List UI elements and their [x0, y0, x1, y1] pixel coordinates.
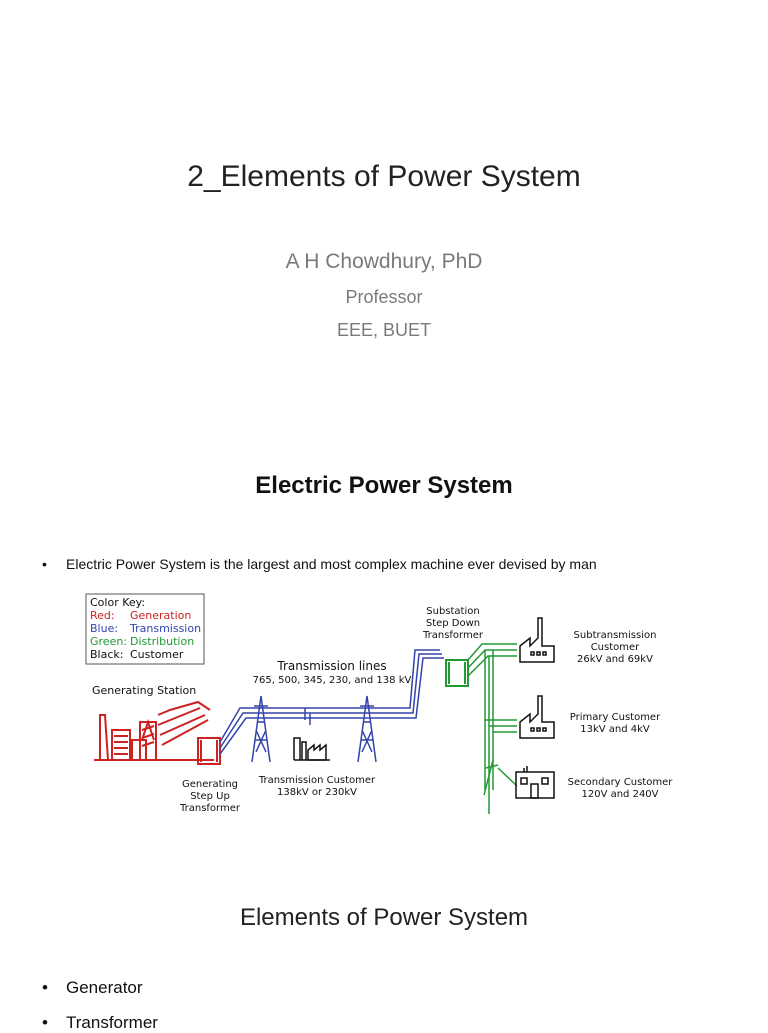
color-key-title: Color Key:: [90, 596, 145, 609]
subtransmission-voltage: 26kV and 69kV: [577, 654, 653, 665]
bullet-item: • Electric Power System is the largest a…: [42, 556, 597, 572]
step-down-transformer-icon: [445, 659, 469, 687]
key-blue-desc: Transmission: [129, 622, 201, 635]
key-black-name: Black:: [90, 648, 123, 661]
subtransmission-label-1: Subtransmission: [574, 630, 657, 641]
secondary-customer-label: Secondary Customer: [568, 777, 674, 788]
secondary-customer-voltage: 120V and 240V: [581, 789, 658, 800]
transmission-tower-icon: [357, 695, 377, 763]
transmission-tower-icon: [251, 695, 271, 763]
substation-label-1: Substation: [426, 606, 479, 617]
electric-power-system-slide: Electric Power System • Electric Power S…: [0, 440, 768, 860]
key-red-name: Red:: [90, 609, 115, 622]
bullet-dot-icon: •: [42, 556, 47, 572]
slide-title: Elements of Power System: [239, 904, 529, 931]
key-green-desc: Distribution: [130, 635, 194, 648]
transmission-customer-label: Transmission Customer: [258, 775, 376, 786]
transmission-lines: [219, 649, 444, 755]
author-department: EEE, BUET: [336, 320, 432, 340]
color-key: Color Key: Red: Generation Blue: Transmi…: [85, 593, 205, 665]
transmission-voltages-label: 765, 500, 345, 230, and 138 kV: [253, 675, 412, 686]
subtransmission-label-2: Customer: [591, 642, 640, 653]
primary-customer-voltage: 13kV and 4kV: [580, 724, 650, 735]
author-name: A H Chowdhury, PhD: [285, 250, 483, 273]
subtransmission-customer-factory-icon: [519, 617, 555, 663]
distribution-lines: [467, 643, 518, 814]
bullet-dot-icon: •: [42, 978, 48, 997]
bullet-item: • Transformer: [42, 1013, 158, 1033]
step-up-label-1: Generating: [182, 779, 238, 790]
slide-title: Electric Power System: [255, 472, 513, 499]
key-blue-name: Blue:: [90, 622, 118, 635]
generating-station-label: Generating Station: [92, 684, 196, 697]
key-black-desc: Customer: [130, 648, 184, 661]
author-role: Professor: [345, 287, 423, 307]
transmission-lines-label: Transmission lines: [276, 659, 386, 673]
secondary-customer-house-icon: [515, 766, 555, 799]
step-up-label-2: Step Up: [190, 791, 230, 802]
bullet-text: Electric Power System is the largest and…: [66, 556, 597, 572]
substation-label-2: Step Down: [426, 618, 480, 629]
presentation-title: 2_Elements of Power System: [187, 160, 581, 193]
step-up-transformer-icon: [197, 737, 221, 765]
key-green-name: Green:: [90, 635, 127, 648]
bullet-dot-icon: •: [42, 1013, 48, 1032]
transmission-customer-voltage: 138kV or 230kV: [277, 787, 357, 798]
bullet-item: • Generator: [42, 978, 143, 998]
generating-station-icon: [94, 700, 214, 761]
bullet-text: Generator: [66, 978, 143, 997]
transmission-customer-factory-icon: [293, 737, 330, 761]
substation-label-3: Transformer: [422, 630, 484, 641]
primary-customer-label: Primary Customer: [570, 712, 661, 723]
power-system-diagram: Color Key: Red: Generation Blue: Transmi…: [85, 593, 674, 814]
bullet-text: Transformer: [66, 1013, 158, 1032]
key-red-desc: Generation: [130, 609, 191, 622]
title-slide: 2_Elements of Power System A H Chowdhury…: [0, 0, 768, 440]
primary-customer-factory-icon: [519, 695, 555, 739]
step-up-label-3: Transformer: [179, 803, 241, 814]
elements-slide: Elements of Power System • Generator • T…: [0, 860, 768, 1032]
